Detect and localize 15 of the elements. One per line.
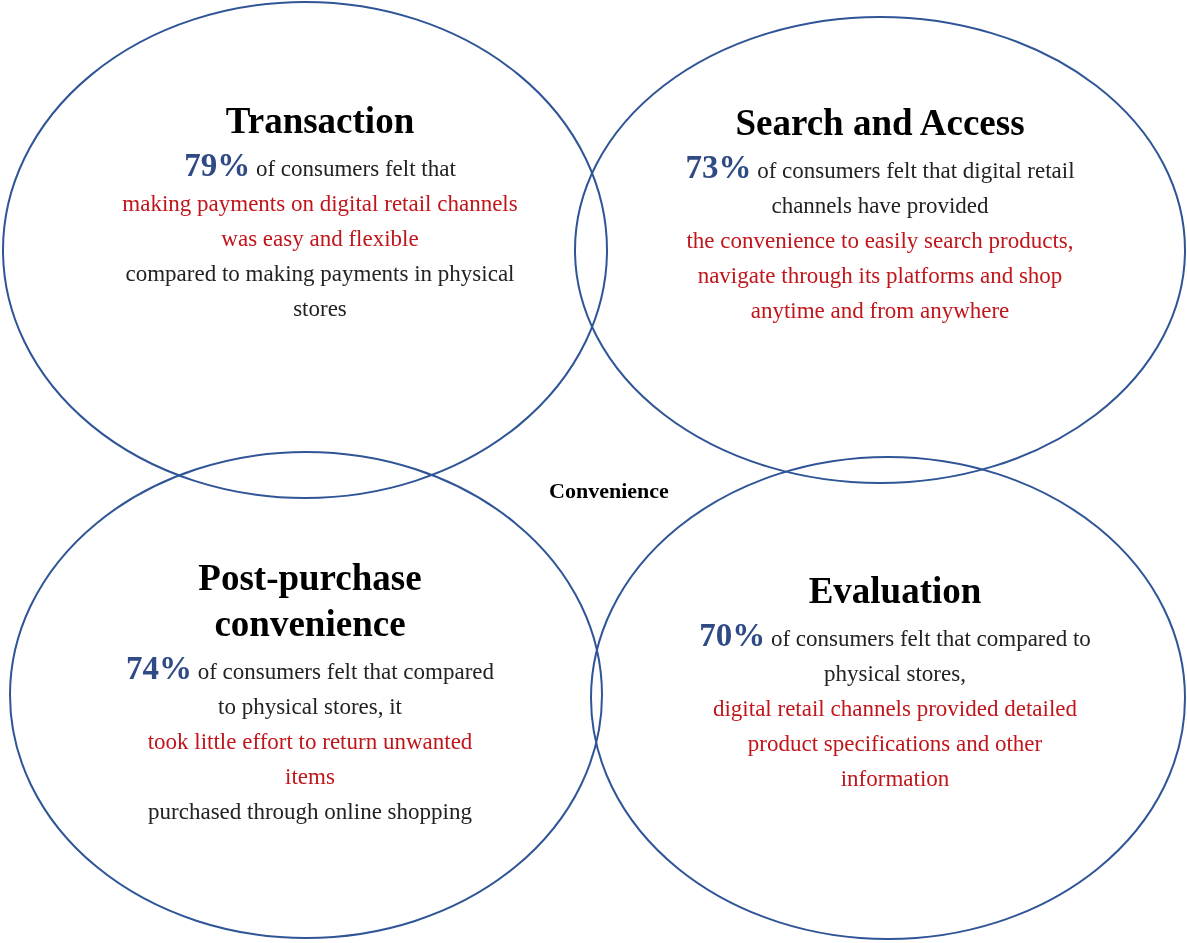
center-label: Convenience: [549, 478, 669, 504]
body-text: 73% of consumers felt that digital retail channels have provided: [684, 150, 1076, 220]
body-text: 70% of consumers felt that compared to physical stores,: [698, 618, 1092, 688]
body-text: purchased through online shopping: [147, 798, 473, 826]
heading: Transaction: [224, 99, 416, 143]
body-text: 79% of consumers felt that: [183, 148, 457, 185]
body-text: compared to making payments in physical stores: [124, 260, 516, 323]
highlighted-text: making payments on digital retail channels was easy and flexible: [121, 190, 519, 253]
heading: Evaluation: [807, 569, 983, 613]
heading: Search and Access: [734, 101, 1026, 145]
highlighted-text: digital retail channels provided detailed product specifications and other information: [711, 695, 1078, 793]
heading: Post-purchase convenience: [197, 556, 423, 646]
body-text: 74% of consumers felt that compared to physical stores, it: [124, 651, 496, 721]
highlighted-text: the convenience to easily search products, navigate through its platforms and shop anytime and from anywhere: [685, 227, 1075, 325]
highlighted-text: took little effort to return unwanted items: [146, 728, 474, 791]
